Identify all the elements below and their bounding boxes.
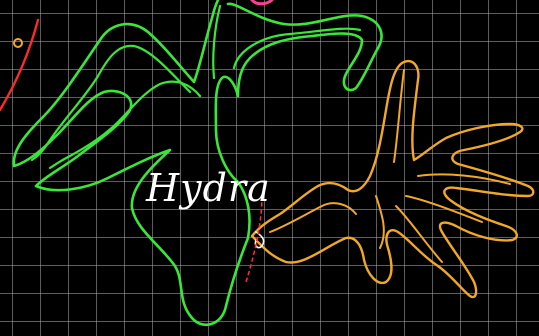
- hydra-inner-left: [30, 44, 192, 162]
- hydra-label: Hydra: [146, 166, 271, 210]
- hydra-inner-top: [232, 27, 362, 70]
- small-circle-mark: [13, 38, 23, 48]
- bud-inner-lines: [269, 69, 511, 263]
- red-dashed-mark: [245, 195, 263, 283]
- hydra-outline: [12, 0, 383, 327]
- pink-mark: [250, 0, 274, 6]
- red-arc-stroke: [0, 18, 40, 112]
- hydra-inner-right: [212, 4, 222, 80]
- hydra-inner-mid: [48, 80, 202, 170]
- bud-outline: [250, 59, 535, 299]
